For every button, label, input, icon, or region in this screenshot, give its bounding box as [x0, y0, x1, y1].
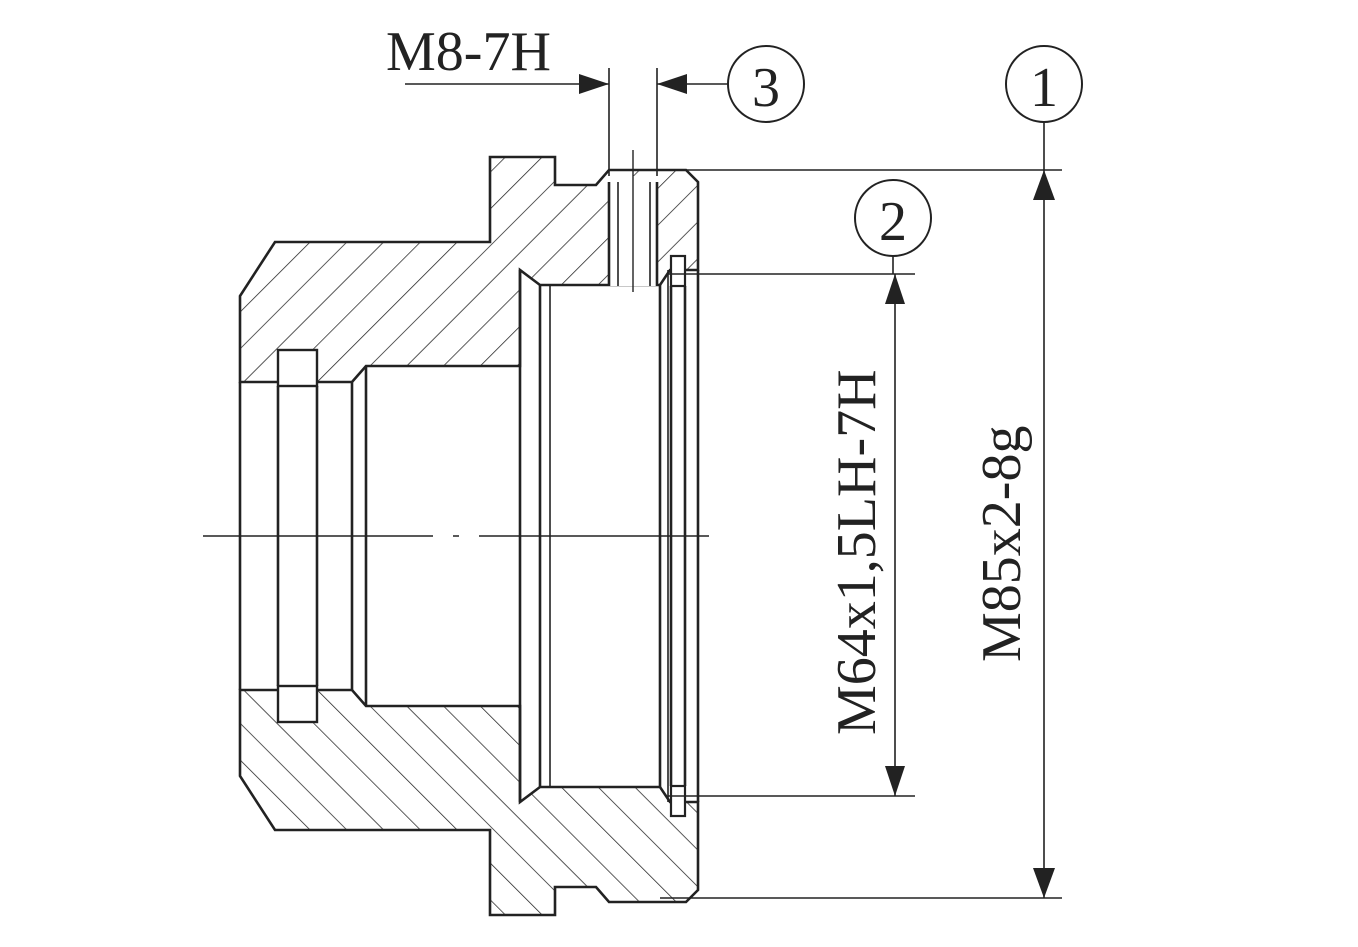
upper-oring-groove	[276, 348, 319, 388]
callout-2-number: 2	[879, 191, 907, 253]
dim-arrow-right	[657, 74, 687, 94]
callout-3-number: 3	[752, 57, 780, 119]
part-section	[203, 150, 715, 917]
dimensions: M8-7H M64x1,5LH-7H M85x2-8g	[386, 21, 1062, 899]
lower-half-section	[238, 684, 700, 917]
lower-face-groove	[669, 784, 687, 818]
dim-arrow-bottom-outer	[1033, 868, 1055, 898]
dim-thread-hole: M8-7H	[386, 21, 728, 176]
dim-arrow-top-outer	[1033, 170, 1055, 200]
outer-thread-label: M85x2-8g	[971, 426, 1033, 662]
callout-3: 3	[727, 45, 805, 123]
inner-thread-label: M64x1,5LH-7H	[826, 369, 888, 735]
upper-half-section	[238, 155, 700, 388]
thread-hole-label: M8-7H	[386, 21, 551, 83]
dim-arrow-bottom	[885, 766, 905, 796]
dim-arrow-left	[579, 74, 609, 94]
dim-outer-thread: M85x2-8g	[660, 120, 1062, 899]
dim-inner-thread: M64x1,5LH-7H	[668, 273, 915, 797]
dim-arrow-top	[885, 274, 905, 304]
callout-1: 1	[1005, 45, 1083, 123]
lower-hatched-body	[238, 688, 700, 917]
callout-1-number: 1	[1030, 57, 1058, 119]
callouts: 1 2 3	[727, 45, 1083, 257]
upper-face-groove	[669, 254, 687, 288]
lower-oring-groove	[276, 684, 319, 724]
callout-2: 2	[854, 179, 932, 257]
